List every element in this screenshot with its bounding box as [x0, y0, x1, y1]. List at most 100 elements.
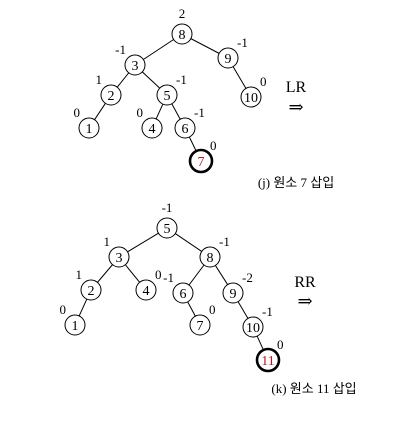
implies-arrow-icon: ⇒ [297, 291, 312, 311]
balance-factor: 1 [96, 72, 103, 87]
edge-8-9 [214, 265, 229, 285]
node-key: 8 [207, 251, 214, 266]
balance-factor: 0 [210, 138, 217, 153]
balance-factor: 0 [74, 105, 81, 120]
edges [94, 38, 247, 153]
tree-node-3: 3 -1 [115, 42, 146, 76]
node-circle [189, 314, 211, 336]
node-key: 2 [88, 284, 95, 299]
edge-3-5 [141, 71, 161, 89]
node-circle [172, 282, 194, 304]
node-circle [174, 117, 196, 139]
node-key: 7 [198, 155, 205, 170]
edge-5-8 [175, 233, 202, 252]
edge-5-3 [127, 232, 159, 253]
balance-factor: 1 [104, 234, 111, 249]
edge-3-2 [116, 72, 130, 88]
edge-6-7 [188, 136, 198, 153]
node-key: 4 [149, 122, 156, 137]
balance-factor: 2 [179, 6, 186, 21]
node-circle [78, 117, 100, 139]
implies-arrow-icon: ⇒ [288, 97, 303, 117]
balance-factor: -1 [194, 105, 205, 120]
tree-node-10: 10-1 [242, 304, 273, 338]
edges [78, 232, 265, 352]
edge-8-6 [188, 264, 205, 286]
node-key: 1 [86, 122, 93, 137]
node-circle [108, 246, 130, 268]
tree-node-5: 5-1 [156, 200, 178, 239]
tree-node-9: 9 -2 [222, 270, 253, 304]
balance-factor: -1 [163, 270, 174, 285]
node-key: 9 [230, 287, 237, 302]
edge-3-2 [97, 264, 113, 283]
edge-6-7 [187, 301, 196, 317]
tree-node-10: 100 [240, 74, 267, 108]
balance-factor: -1 [237, 35, 248, 50]
node-circle [171, 23, 193, 45]
rotation-label: LR [286, 79, 307, 96]
balance-factor: -1 [162, 200, 173, 215]
balance-factor: -1 [115, 42, 126, 57]
node-key: 1 [72, 319, 79, 334]
tree-node-9: 9 -1 [217, 35, 248, 69]
node-key: 10 [246, 321, 260, 336]
balance-factor: 0 [155, 267, 162, 282]
node-circle [100, 84, 122, 106]
node-key: 6 [182, 122, 189, 137]
edge-8-3 [143, 39, 174, 60]
node-key: 10 [244, 91, 258, 106]
balance-factor: 0 [60, 302, 67, 317]
tree-node-2: 21 [96, 72, 122, 106]
inserted-node-circle [188, 148, 214, 174]
tree-node-8: 8 -1 [199, 234, 230, 268]
node-key: 2 [108, 89, 115, 104]
balance-factor: -1 [176, 72, 187, 87]
edge-2-1 [78, 298, 88, 317]
node-circle [80, 279, 102, 301]
edge-3-4 [124, 264, 141, 283]
edge-9-10 [232, 66, 247, 89]
balance-factor: 0 [277, 337, 284, 352]
balance-factor: -1 [219, 234, 230, 249]
rotation-label: RR [294, 274, 316, 291]
node-circle [135, 279, 157, 301]
node-key: 11 [261, 354, 274, 369]
node-key: 3 [132, 59, 139, 74]
tree-node-4: 40 [137, 105, 163, 139]
edge-5-6 [171, 103, 181, 120]
inserted-node-circle [255, 347, 281, 373]
node-key: 4 [143, 284, 150, 299]
tree-node-6: 6 -1 [163, 270, 194, 304]
node-circle [240, 86, 262, 108]
node-circle [156, 84, 178, 106]
tree-node-8: 82 [171, 6, 193, 45]
node-circle [217, 47, 239, 69]
balance-factor: 1 [76, 267, 83, 282]
node-key: 8 [179, 28, 186, 43]
node-key: 9 [225, 52, 232, 67]
node-key: 6 [180, 287, 187, 302]
caption: (k) 원소 11 삽입 [271, 381, 356, 396]
balance-factor: 0 [209, 302, 216, 317]
edge-10-11 [256, 335, 265, 352]
node-circle [141, 117, 163, 139]
tree-node-1: 10 [74, 105, 100, 139]
balance-factor: -1 [262, 304, 273, 319]
tree-node-2: 21 [76, 267, 102, 301]
tree-node-11: 110 [255, 337, 284, 373]
balance-factor: -2 [242, 270, 253, 285]
caption: (j) 원소 7 삽입 [258, 175, 334, 190]
edge-2-1 [94, 103, 106, 120]
node-key: 3 [116, 251, 123, 266]
edge-8-9 [190, 38, 220, 54]
node-key: 5 [164, 222, 171, 237]
node-circle [242, 316, 264, 338]
node-circle [64, 314, 86, 336]
node-key: 5 [164, 89, 171, 104]
node-circle [124, 54, 146, 76]
